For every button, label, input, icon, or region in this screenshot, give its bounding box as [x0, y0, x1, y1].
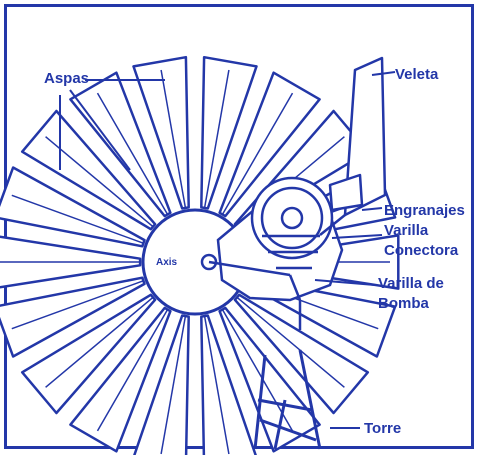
label-torre: Torre: [364, 420, 401, 437]
label-varilla-conectora-line2: Conectora: [384, 242, 458, 259]
label-veleta: Veleta: [395, 66, 438, 83]
label-varilla-bomba-line2: Bomba: [378, 295, 429, 312]
label-engranajes: Engranajes: [384, 202, 465, 219]
label-aspas: Aspas: [44, 70, 89, 87]
label-varilla-conectora-line1: Varilla: [384, 222, 428, 239]
label-varilla-bomba-line1: Varilla de: [378, 275, 444, 292]
label-axis: Axis: [156, 257, 177, 268]
